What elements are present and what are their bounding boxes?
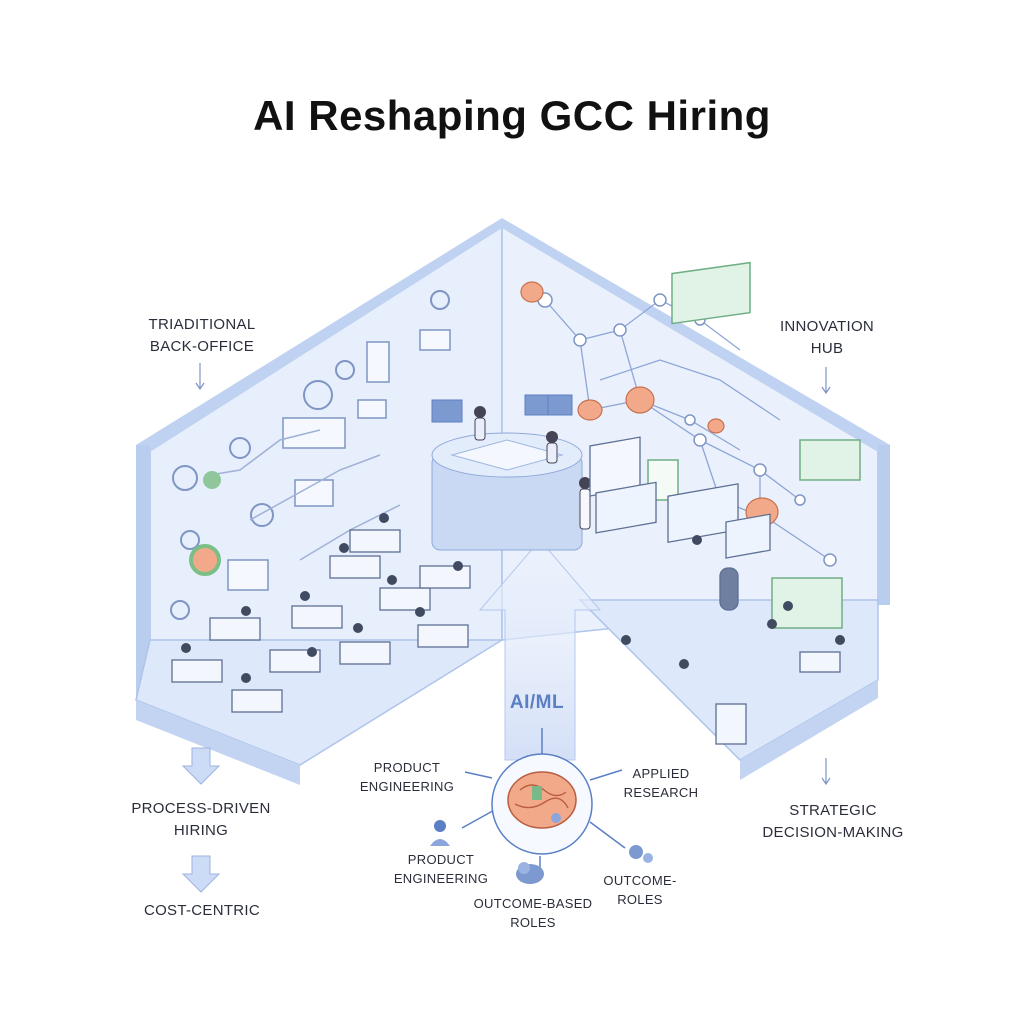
node-product-engineering-bottom: PRODUCT ENGINEERING [393, 852, 489, 886]
process-chip-mixed [189, 544, 221, 576]
left-workers [181, 513, 463, 683]
left-floor-edge [136, 700, 300, 785]
brain-icon [507, 771, 577, 829]
down-arrows [195, 363, 831, 786]
left-workstations [171, 529, 471, 713]
process-chip-green [203, 471, 221, 489]
dashboard-panels [647, 261, 861, 629]
right-floor-equipment [589, 436, 841, 745]
left-wall-cap [136, 218, 502, 452]
right-floor-edge [740, 680, 878, 780]
page-title: AI Reshaping GCC Hiring [253, 92, 771, 139]
right-wall-cap [502, 218, 890, 452]
strategic-label: STRATEGIC DECISION-MAKING [762, 802, 904, 841]
flow-arrow-1 [181, 747, 221, 785]
left-wall-edge [136, 445, 150, 705]
brain-link-lower-right [589, 821, 626, 849]
brain-link-left [464, 771, 493, 779]
ai-beam-arrow [478, 539, 602, 761]
process-gears [170, 290, 450, 620]
brain-link-right [589, 769, 623, 781]
cloud-icon [516, 862, 544, 884]
central-hub [431, 394, 591, 551]
innovation-label: INNOVATION HUB [779, 318, 875, 357]
right-wall-edge [878, 445, 890, 605]
traditional-label: TRIADITIONAL BACK-OFFICE [148, 316, 256, 355]
team-icon [629, 845, 653, 863]
process-screens [227, 329, 451, 591]
person-icon [430, 820, 450, 846]
node-outcome-roles: OUTCOME- ROLES [603, 873, 677, 907]
node-applied-research: APPLIED RESEARCH [623, 766, 699, 800]
process-driven-label: PROCESS-DRIVEN HIRING [131, 800, 271, 839]
cost-centric-label: COST-CENTRIC [143, 902, 261, 919]
flow-arrow-2 [181, 855, 221, 893]
right-workers [621, 535, 845, 669]
node-outcome-based-roles: OUTCOME-BASED ROLES [473, 896, 593, 930]
node-product-engineering-top: PRODUCT ENGINEERING [359, 760, 455, 794]
ai-ml-label: AI/ML [509, 692, 565, 713]
